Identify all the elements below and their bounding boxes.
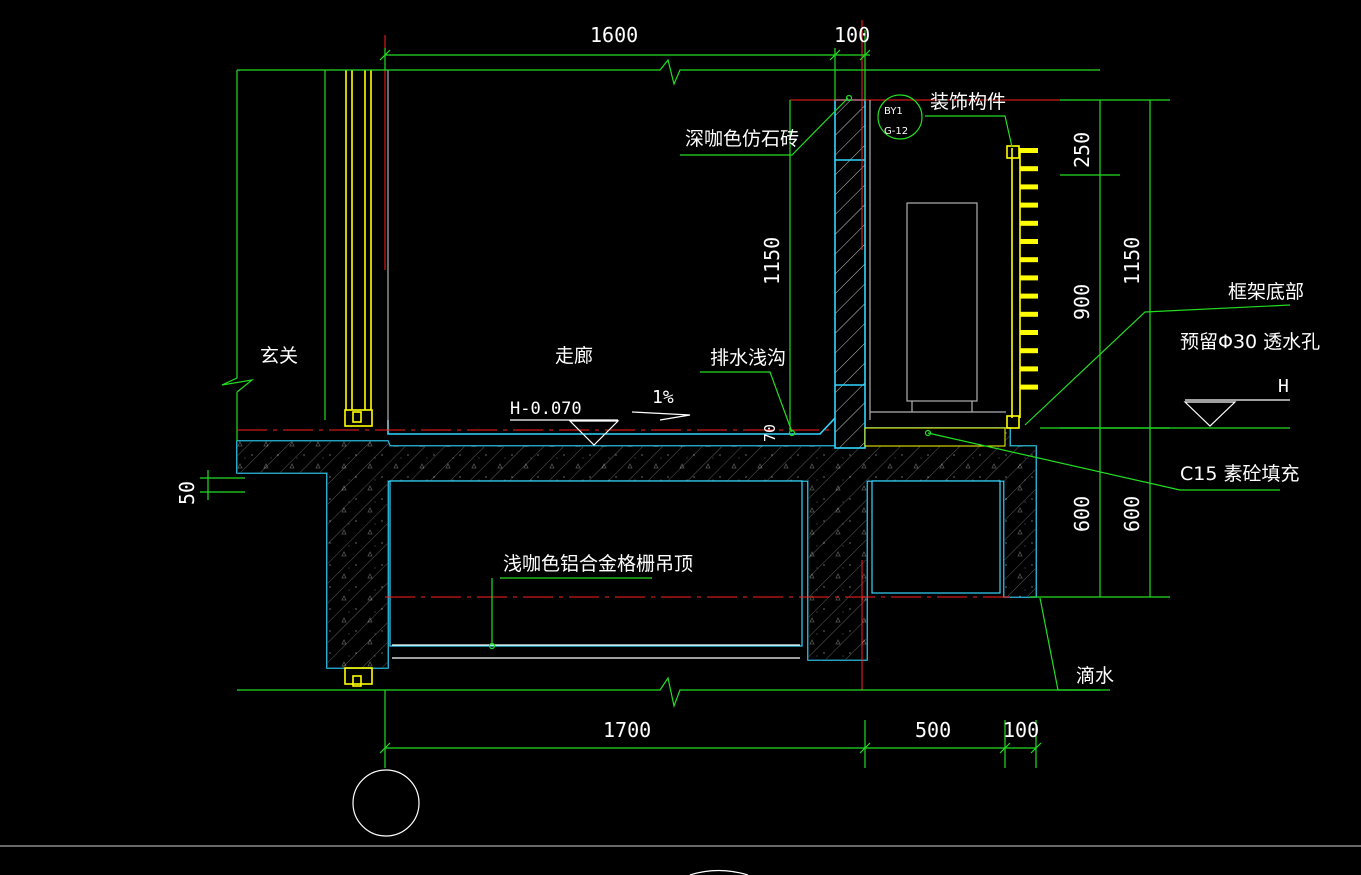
louver-slat — [1020, 257, 1038, 263]
label-decor-member: 装饰构件 — [930, 91, 1006, 113]
left-dimension-50: 50 — [175, 470, 245, 505]
label-detail-tag-top: BY1 — [884, 106, 903, 117]
dim-left-50: 50 — [175, 481, 199, 505]
right-dimensions: 1150 250 900 1150 600 600 — [760, 99, 1170, 598]
dim-v-250: 250 — [1070, 132, 1094, 168]
partial-circle-marker — [689, 869, 749, 875]
label-concrete-fill: C15 素砼填充 — [1180, 463, 1299, 485]
louver-slat — [1020, 275, 1038, 281]
label-corridor: 走廊 — [555, 345, 593, 367]
label-floor-elevation: H-0.070 — [510, 399, 582, 419]
louver-slat — [1020, 220, 1038, 226]
dim-top-1600: 1600 — [590, 23, 638, 47]
louver-slat — [1020, 166, 1038, 172]
label-detail-tag-bottom: G-12 — [884, 126, 908, 137]
dim-bottom-500: 500 — [915, 718, 951, 742]
decor-member-frame — [869, 100, 1021, 429]
louver-slat — [1020, 384, 1038, 390]
dim-v-600-inner: 600 — [1070, 496, 1094, 532]
dim-top-100: 100 — [834, 23, 870, 47]
axis-bubble — [352, 769, 420, 837]
label-drip: 滴水 — [1076, 665, 1114, 687]
louver-slat — [1020, 239, 1038, 244]
label-slope: 1% — [652, 387, 674, 408]
louver-slat — [1020, 293, 1038, 299]
dim-v-1150-outer: 1150 — [1120, 237, 1144, 285]
louver-slat — [1020, 311, 1038, 317]
label-drain-width: 70 — [761, 424, 779, 442]
top-dimensions: 1600 100 — [237, 23, 1100, 100]
louver-slat — [1020, 366, 1038, 372]
louver-slats — [1020, 148, 1038, 390]
label-frame-bottom: 框架底部 — [1228, 281, 1304, 303]
bottom-dimensions: 1700 500 100 — [237, 676, 1100, 837]
label-level-mark: H — [1278, 376, 1289, 397]
dim-bottom-100: 100 — [1003, 718, 1039, 742]
floor-elevation-symbol — [510, 411, 691, 446]
planter-void — [871, 480, 1001, 594]
louver-slat — [1020, 148, 1038, 153]
level-symbol-right — [1040, 399, 1290, 429]
louver-slat — [1020, 330, 1038, 335]
dim-v-600-outer: 600 — [1120, 496, 1144, 532]
louver-slat — [1020, 202, 1038, 208]
dim-v-1150-inner: 1150 — [760, 237, 784, 285]
concrete-structure — [236, 99, 1037, 669]
entrance-window — [221, 70, 389, 687]
louver-slat — [1020, 184, 1038, 190]
louver-slat — [1020, 348, 1038, 354]
ceiling-void — [389, 480, 803, 647]
label-entrance: 玄关 — [260, 345, 298, 367]
label-weep-hole: 预留Φ30 透水孔 — [1180, 331, 1320, 353]
leaders — [488, 94, 1291, 691]
label-stone-tile: 深咖色仿石砖 — [685, 128, 799, 150]
label-ceiling: 浅咖色铝合金格栅吊顶 — [503, 553, 693, 575]
dim-bottom-1700: 1700 — [603, 718, 651, 742]
dim-v-900: 900 — [1070, 284, 1094, 320]
label-drain-channel: 排水浅沟 — [710, 347, 786, 369]
